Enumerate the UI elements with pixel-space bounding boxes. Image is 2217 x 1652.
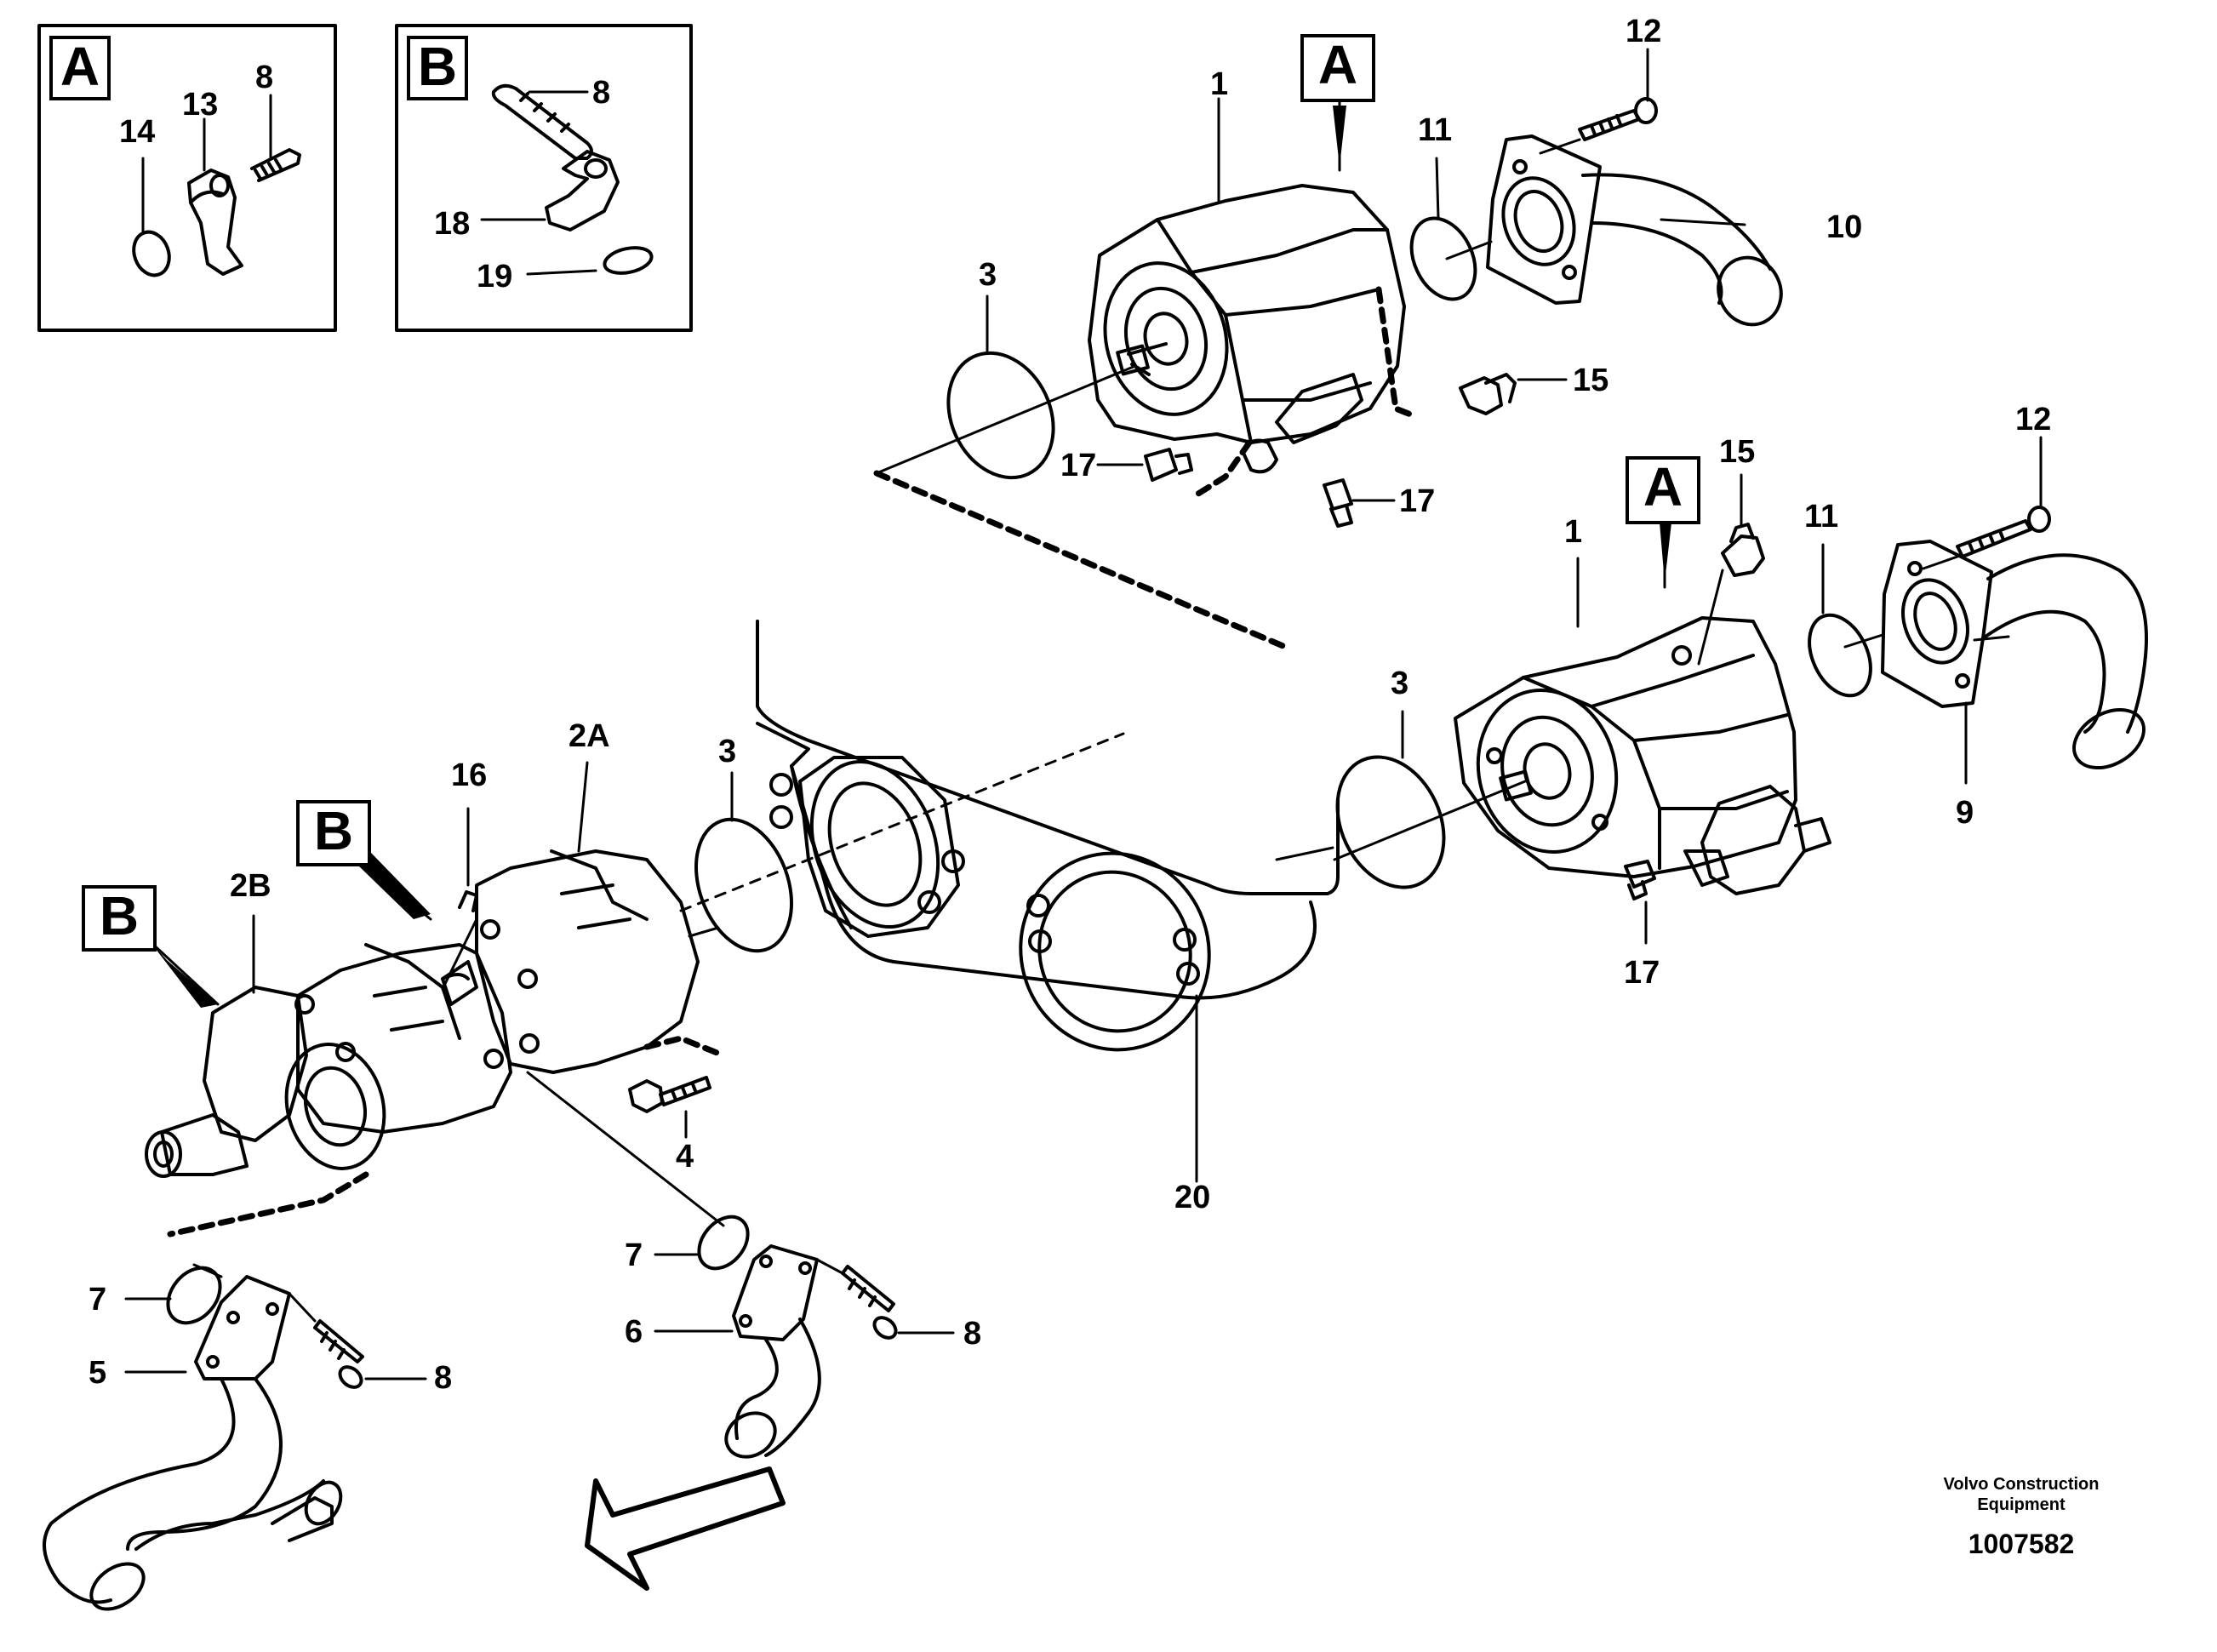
- pipe-5-assembly: [43, 1263, 427, 1611]
- part-15-right: 15: [1719, 434, 1756, 470]
- shaft-line-right: [1275, 846, 1334, 861]
- inset-b-part-18: 18: [434, 206, 471, 242]
- inset-a-part-14: 14: [119, 114, 156, 150]
- right-pump-fitting-15: [1697, 473, 1765, 666]
- inset-a-part-13: 13: [182, 87, 219, 123]
- part-20: 20: [1174, 1180, 1211, 1215]
- callout-b-pump-2b: B: [82, 885, 157, 952]
- part-8-center: 8: [963, 1316, 982, 1352]
- credit-line-2: Equipment: [1977, 1495, 2066, 1514]
- top-pump-oring-11: [1409, 216, 1477, 301]
- right-pump-oring-11: [1808, 613, 1872, 698]
- inset-b-part-8: 8: [592, 75, 611, 111]
- part-5: 5: [89, 1355, 107, 1391]
- part-17-top-a: 17: [1060, 448, 1097, 483]
- part-7-left: 7: [89, 1282, 107, 1318]
- callout-a-right-pump: A: [1626, 456, 1700, 524]
- part-3-top: 3: [979, 257, 997, 293]
- inset-b-letter: B: [407, 36, 468, 100]
- part-11-right: 11: [1804, 499, 1839, 534]
- part-1-right: 1: [1564, 514, 1583, 550]
- shaft-line-center: [679, 732, 1125, 912]
- part-17-right: 17: [1624, 955, 1660, 991]
- right-pump-drawing: [1333, 616, 1831, 895]
- gear-housing-20: [756, 620, 1340, 1183]
- callout-b-pump-2a: B: [296, 800, 371, 866]
- part-2b: 2B: [230, 868, 271, 904]
- top-pump-plug-17a: [1096, 448, 1193, 482]
- pipe-6-assembly: [654, 1215, 955, 1459]
- inset-a-frame: [37, 24, 337, 332]
- part-10: 10: [1826, 209, 1863, 245]
- part-1-top: 1: [1210, 66, 1229, 102]
- part-7-center: 7: [625, 1238, 643, 1273]
- part-9: 9: [1956, 795, 1974, 831]
- part-2a: 2A: [569, 718, 610, 754]
- part-3-center: 3: [718, 734, 737, 769]
- part-12-top: 12: [1626, 14, 1662, 49]
- drawing-number: 1007582: [1968, 1529, 2075, 1559]
- right-pump-plug-17: [1624, 860, 1656, 945]
- double-pump-2a-2b: [145, 761, 727, 1238]
- inset-b-clamp-drawing: [480, 83, 654, 276]
- inset-b-part-19: 19: [477, 259, 513, 294]
- part-15-top: 15: [1573, 363, 1609, 398]
- part-8-left: 8: [434, 1360, 453, 1396]
- part-12-right: 12: [2015, 402, 2052, 437]
- part-3-right: 3: [1391, 666, 1409, 701]
- leader-lines: [730, 97, 1968, 822]
- top-pump-plug-17b: [1323, 478, 1396, 528]
- housing-oring-3: [694, 817, 794, 953]
- top-pump-fitting-15: [1459, 373, 1568, 415]
- callout-pointers: [148, 97, 1671, 1008]
- right-pump-elbow-pipe-9: [1843, 540, 2148, 770]
- right-pump-bolt-12: [1922, 436, 2051, 570]
- part-4: 4: [676, 1139, 694, 1175]
- inset-a-letter: A: [49, 36, 111, 100]
- inset-a-clamp-drawing: [132, 94, 301, 277]
- callout-a-top-pump: A: [1300, 34, 1375, 102]
- part-6: 6: [625, 1314, 643, 1350]
- top-pump-drawing: [873, 184, 1416, 650]
- credit-line-1: Volvo Construction: [1943, 1475, 2100, 1494]
- part-11-top: 11: [1418, 112, 1453, 148]
- part-17-top-b: 17: [1399, 483, 1436, 519]
- top-pump-elbow-pipe-10: [1445, 134, 1783, 327]
- inset-b-frame: [395, 24, 693, 332]
- inset-a-part-8: 8: [255, 60, 274, 95]
- direction-arrow: [585, 1466, 786, 1591]
- pump-bolt-4: [628, 1076, 711, 1139]
- top-pump-bolt-12: [1539, 48, 1658, 155]
- part-16: 16: [451, 757, 488, 793]
- credit-block: Volvo Construction Equipment 1007582: [1906, 1474, 2136, 1561]
